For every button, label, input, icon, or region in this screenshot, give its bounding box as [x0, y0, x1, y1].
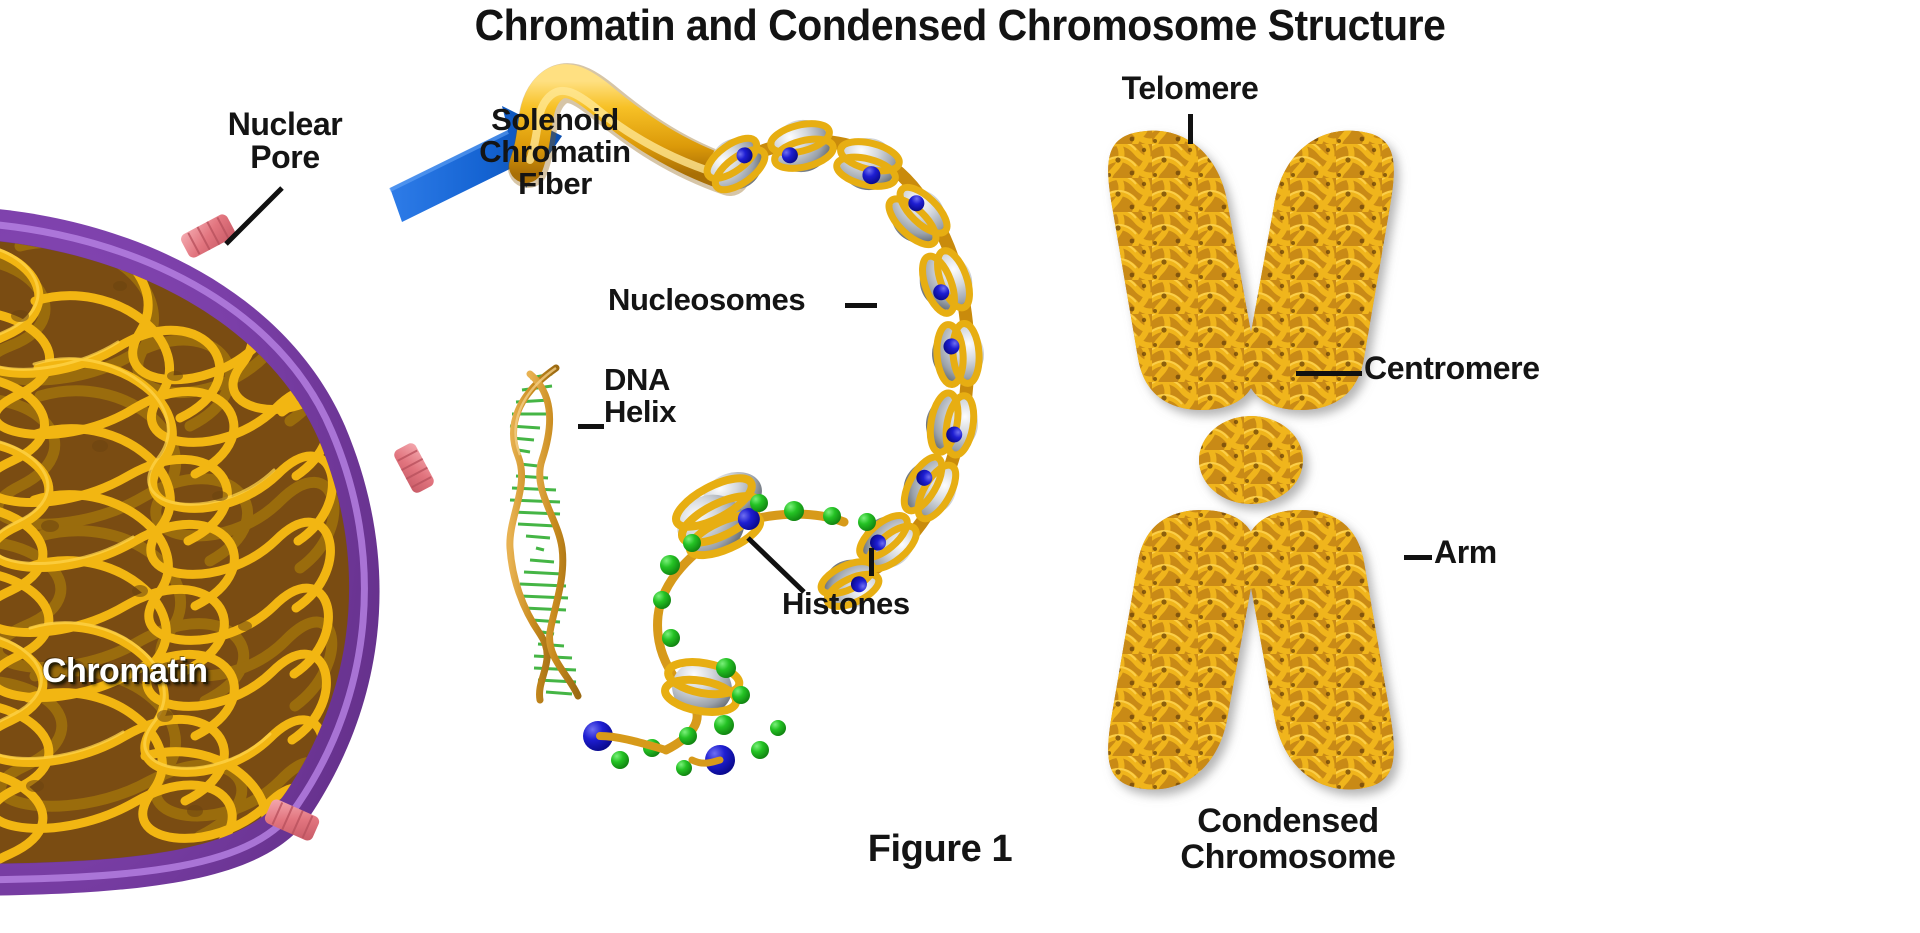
page-title: Chromatin and Condensed Chromosome Struc… [474, 1, 1446, 50]
dna-helix-label: DNA Helix [604, 362, 677, 430]
condensed-chromosome-illustration [1060, 110, 1500, 810]
centromere-region [1199, 416, 1303, 504]
nucleosomes-leader [845, 303, 877, 308]
nuclear-pore-bottom [264, 799, 320, 841]
nucleus-illustration: Chromatin [0, 196, 450, 896]
arm-leader [1404, 555, 1432, 560]
dna-helix [506, 364, 582, 704]
nuclear-pore-label: Nuclear Pore [227, 106, 343, 175]
chromatin-threads [0, 238, 350, 864]
nucleosome-arc [703, 119, 985, 610]
chromatid-arm-top-left [1108, 130, 1257, 410]
nucleosomes-label: Nucleosomes [608, 282, 806, 317]
centromere-leader [1296, 371, 1362, 376]
green-dots [611, 494, 876, 776]
figure-caption: Figure 1 [867, 828, 1013, 870]
chromatin-unpacking-illustration [389, 60, 1070, 890]
condensed-chromosome-caption: Condensed Chromosome [1180, 802, 1396, 877]
centromere-label: Centromere [1364, 350, 1540, 386]
nuclear-pore-top [181, 214, 235, 258]
nuclear-pore-leader [224, 186, 284, 246]
chromatin-label: Chromatin [42, 652, 208, 690]
chromosome-body [1108, 130, 1394, 790]
nuclear-pore-middle [394, 443, 434, 493]
beads-on-string [583, 472, 876, 776]
nucleus-svg [0, 209, 434, 896]
chromosome-svg [1108, 130, 1394, 790]
solenoid-fiber [508, 63, 750, 196]
histones-leader-tick [869, 548, 874, 576]
dna-helix-leader [578, 424, 604, 429]
arm-label: Arm [1434, 534, 1497, 570]
telomere-label: Telomere [1121, 70, 1259, 106]
telomere-leader [1188, 114, 1193, 144]
histones-label: Histones [782, 586, 910, 621]
histones-leader [746, 536, 806, 594]
unpacking-svg [389, 63, 985, 776]
solenoid-fiber-label: Solenoid Chromatin Fiber [479, 102, 631, 202]
chromatid-arm-bottom-right [1245, 510, 1394, 790]
